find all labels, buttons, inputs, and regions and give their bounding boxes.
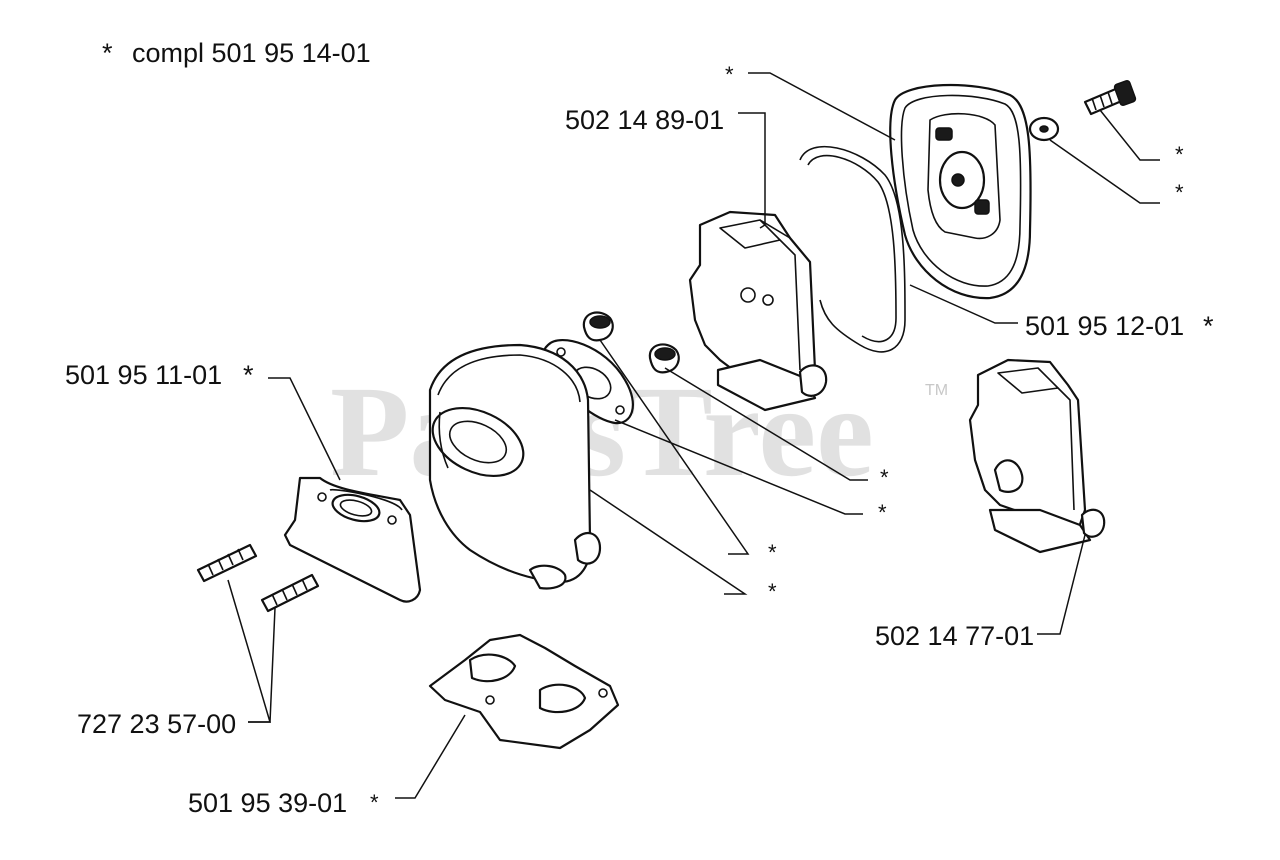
callout-502147701: 502 14 77-01: [875, 621, 1034, 651]
intake-housing-part: [428, 343, 602, 590]
filter-gasket-loop-part: [799, 145, 906, 353]
callout-star-gasket: *: [878, 500, 887, 525]
stud-part-2: [260, 573, 320, 613]
callout-star-housing: *: [768, 579, 777, 604]
header-star: *: [102, 38, 113, 68]
callout-727235700: 727 23 57-00: [77, 709, 236, 739]
bracket-part-502148901: [688, 210, 828, 412]
leader-lines: [227, 72, 1160, 799]
gasket-plate-part-501953901: [428, 633, 620, 750]
callout-501951201: 501 95 12-01: [1025, 311, 1184, 341]
callout-star-screw: *: [1175, 142, 1184, 167]
callout-star-washer: *: [1175, 180, 1184, 205]
callout-star-bushing-2: *: [880, 465, 889, 490]
header-assembly-label: compl 501 95 14-01: [132, 38, 371, 68]
callout-501951101: 501 95 11-01: [65, 360, 222, 390]
bushing-part-1: [582, 311, 614, 342]
screw-part-top: [1083, 80, 1137, 116]
callout-501953901: 501 95 39-01: [188, 788, 347, 818]
callout-star-501953901: *: [370, 790, 379, 815]
callout-star-501951101: *: [243, 360, 254, 390]
callout-502148901: 502 14 89-01: [565, 105, 724, 135]
callout-star-501951201: *: [1203, 311, 1214, 341]
callout-star-bushing-1: *: [768, 540, 777, 565]
heat-shield-part-501951101: [283, 476, 422, 603]
bushing-part-2: [648, 343, 680, 374]
washer-part-top: [1028, 116, 1060, 142]
air-filter-cover-part: [889, 83, 1032, 300]
watermark-tm: TM: [925, 382, 948, 399]
callout-star-cover: *: [725, 62, 734, 87]
stud-part-1: [196, 543, 258, 583]
bracket-part-502147701: [968, 358, 1106, 554]
